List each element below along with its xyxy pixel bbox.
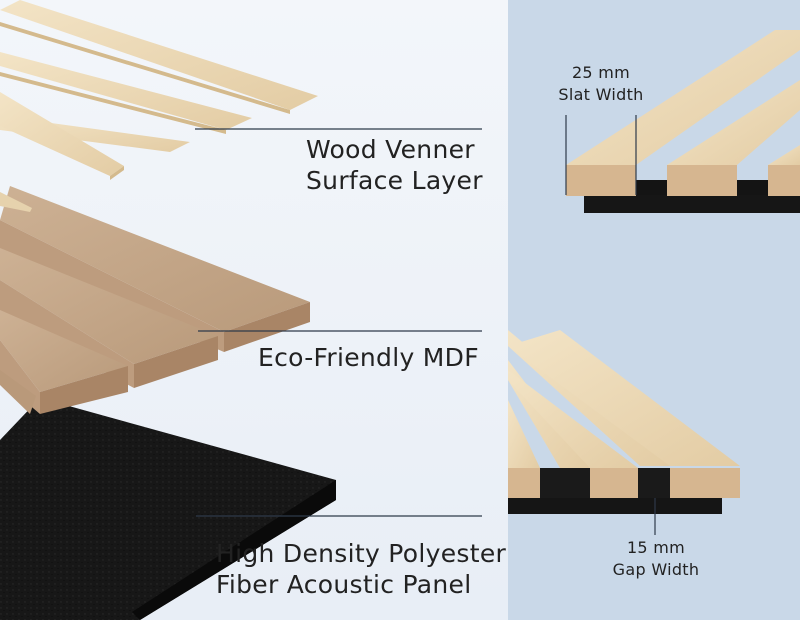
veneer-label-line-2: Surface Layer	[306, 166, 483, 195]
veneer-layer	[0, 0, 318, 212]
gap-width-detail	[508, 330, 740, 535]
slat-width-detail	[565, 30, 800, 213]
gap-width-value: 15 mm	[626, 538, 686, 557]
veneer-label: Wood Venner Surface Layer	[306, 134, 483, 196]
slat-width-name: Slat Width	[558, 85, 644, 104]
mdf-label: Eco-Friendly MDF	[258, 342, 479, 373]
felt-label-line-1: High Density Polyester	[216, 539, 507, 568]
slat-width-value: 25 mm	[571, 63, 631, 82]
felt-label: High Density Polyester Fiber Acoustic Pa…	[216, 538, 506, 600]
gap-width-name: Gap Width	[612, 560, 700, 579]
mdf-label-line-1: Eco-Friendly MDF	[258, 343, 479, 372]
felt-layer	[0, 398, 336, 620]
mdf-layer	[0, 186, 310, 414]
dimension-detail-panel	[508, 0, 800, 620]
veneer-label-line-1: Wood Venner	[306, 135, 475, 164]
gap-width-label: 15 mm Gap Width	[604, 537, 708, 581]
felt-label-line-2: Fiber Acoustic Panel	[216, 570, 472, 599]
slat-width-label: 25 mm Slat Width	[546, 62, 656, 106]
leader-lines	[195, 128, 482, 517]
